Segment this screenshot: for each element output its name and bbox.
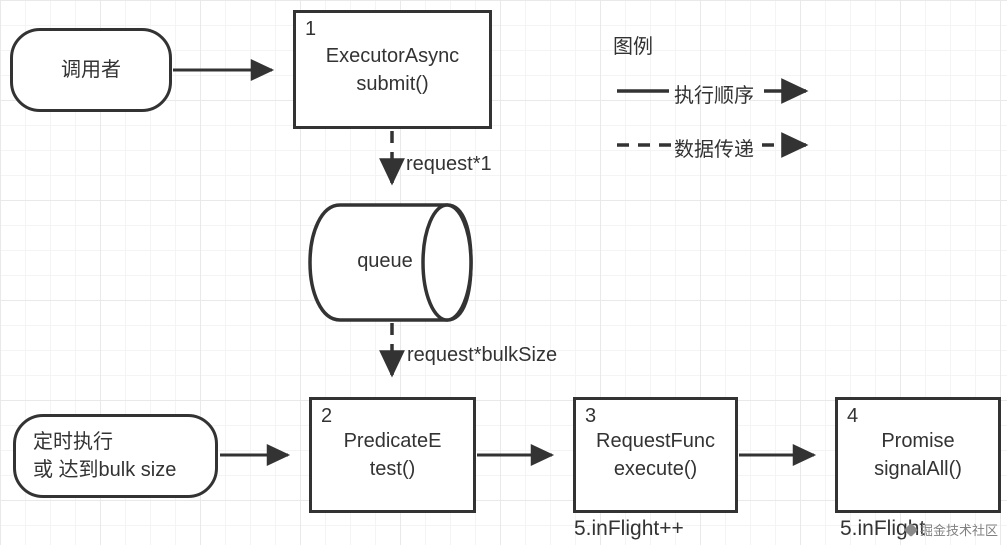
watermark-text: 掘金技术社区 <box>920 523 999 538</box>
step1-name: ExecutorAsync <box>325 44 460 67</box>
step2-number: 2 <box>321 405 333 427</box>
step4-method: signalAll() <box>874 458 962 480</box>
trigger-line2: 或 达到bulk size <box>33 459 177 481</box>
legend-dashed-label: 数据传递 <box>674 139 754 161</box>
legend-solid-label: 执行顺序 <box>674 85 754 107</box>
step2-method: test() <box>369 458 416 480</box>
juejin-logo-icon <box>903 522 919 537</box>
step3-box: 3 RequestFunc execute() <box>573 397 738 513</box>
step4-number: 4 <box>847 405 859 427</box>
caller-label: 调用者 <box>61 59 121 81</box>
edge-label-request-bulksize: request*bulkSize <box>407 344 558 366</box>
step4-note: 5.inFlight <box>840 517 926 540</box>
step4-box: 4 Promise signalAll() <box>835 397 1001 513</box>
step3-number: 3 <box>585 405 597 427</box>
step1-method: submit() <box>356 72 429 95</box>
step3-note: 5.inFlight++ <box>574 517 684 540</box>
edge-label-request1: request*1 <box>406 153 492 175</box>
watermark: 掘金技术社区 <box>903 520 999 539</box>
step3-name: RequestFunc <box>596 430 715 452</box>
step4-name: Promise <box>881 430 955 452</box>
trigger-node: 定时执行 或 达到bulk size <box>13 414 218 498</box>
step3-method: execute() <box>613 458 698 480</box>
step1-number: 1 <box>305 18 317 40</box>
queue-cylinder <box>308 203 473 322</box>
step2-box: 2 PredicateE test() <box>309 397 476 513</box>
caller-node: 调用者 <box>10 28 172 112</box>
queue-label: queue <box>357 250 413 272</box>
trigger-line1: 定时执行 <box>33 431 113 453</box>
step1-box: 1 ExecutorAsync submit() <box>293 10 492 129</box>
legend-title: 图例 <box>613 36 653 58</box>
step2-name: PredicateE <box>343 430 442 452</box>
